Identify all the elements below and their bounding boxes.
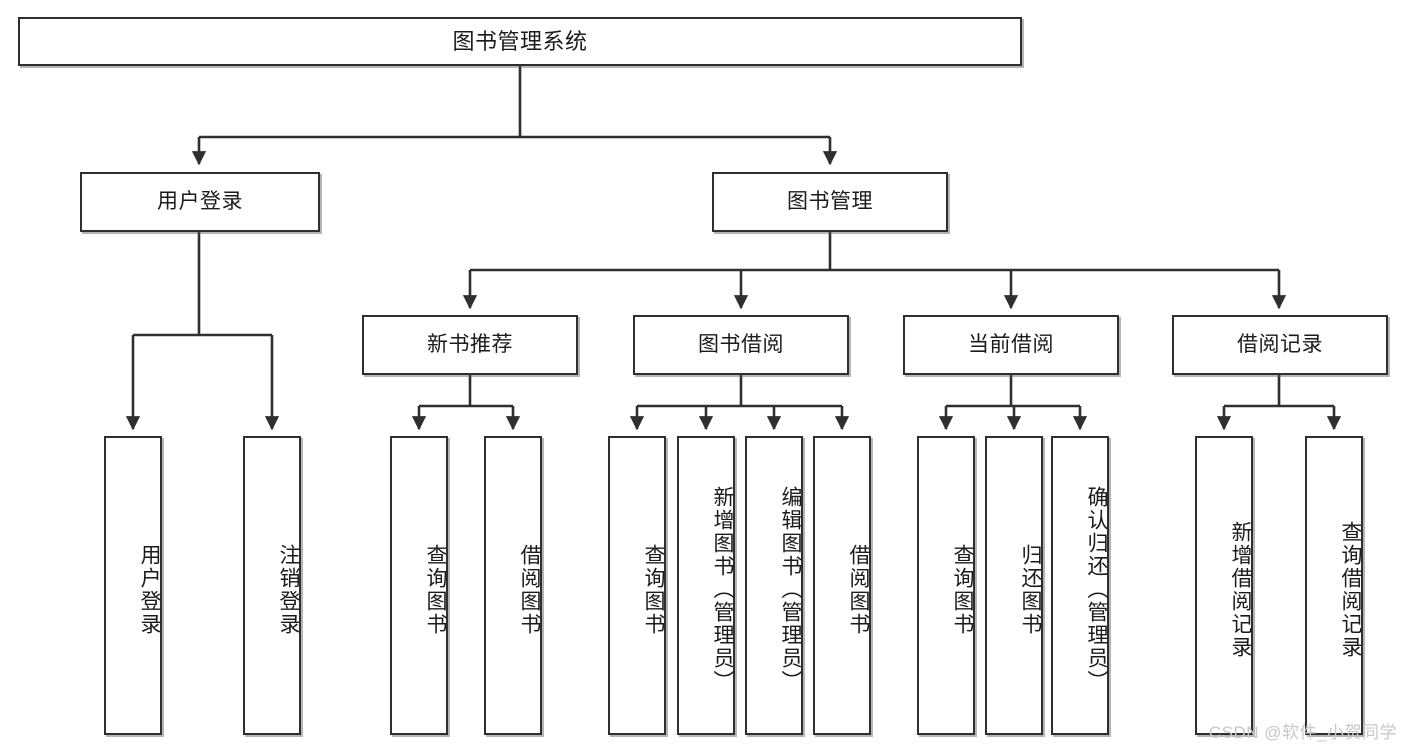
leaf-query-book-3[interactable]: 查询图书 <box>917 436 975 735</box>
node-label: 借阅记录 <box>1237 332 1323 356</box>
node-label: 图书借阅 <box>698 332 784 356</box>
leaf-logout[interactable]: 注销登录 <box>243 436 301 735</box>
node-label: 图书管理系统 <box>452 28 588 54</box>
node-book-mgmt[interactable]: 图书管理 <box>712 172 948 232</box>
leaf-query-book-2[interactable]: 查询图书 <box>608 436 666 735</box>
node-label: 新增图书（管理员） <box>711 486 734 693</box>
leaf-add-book[interactable]: 新增图书（管理员） <box>677 436 735 735</box>
node-root[interactable]: 图书管理系统 <box>18 17 1022 66</box>
node-label: 编辑图书（管理员） <box>779 486 802 693</box>
leaf-borrow-book-2[interactable]: 借阅图书 <box>813 436 871 735</box>
node-book-borrow[interactable]: 图书借阅 <box>633 315 849 375</box>
node-label: 用户登录 <box>138 543 161 636</box>
node-label: 查询图书 <box>951 543 974 636</box>
watermark: CSDN @软件_小贺同学 <box>1208 723 1397 742</box>
node-new-book-rec[interactable]: 新书推荐 <box>362 315 578 375</box>
node-label: 借阅图书 <box>518 543 541 636</box>
node-label: 查询借阅记录 <box>1339 520 1362 659</box>
node-label: 归还图书 <box>1019 543 1042 636</box>
leaf-user-login[interactable]: 用户登录 <box>104 436 162 735</box>
node-label: 图书管理 <box>787 189 873 213</box>
node-label: 借阅图书 <box>847 543 870 636</box>
node-current-borrow[interactable]: 当前借阅 <box>903 315 1119 375</box>
leaf-confirm-return[interactable]: 确认归还（管理员） <box>1051 436 1109 735</box>
node-label: 查询图书 <box>642 543 665 636</box>
node-label: 新书推荐 <box>427 332 513 356</box>
node-label: 用户登录 <box>157 189 243 213</box>
leaf-query-record[interactable]: 查询借阅记录 <box>1305 436 1363 735</box>
leaf-return-book[interactable]: 归还图书 <box>985 436 1043 735</box>
node-borrow-record[interactable]: 借阅记录 <box>1172 315 1388 375</box>
node-user-login[interactable]: 用户登录 <box>80 172 320 232</box>
leaf-edit-book[interactable]: 编辑图书（管理员） <box>745 436 803 735</box>
leaf-borrow-book-1[interactable]: 借阅图书 <box>484 436 542 735</box>
leaf-add-record[interactable]: 新增借阅记录 <box>1195 436 1253 735</box>
leaf-query-book-1[interactable]: 查询图书 <box>390 436 448 735</box>
node-label: 确认归还（管理员） <box>1085 486 1108 693</box>
node-label: 注销登录 <box>277 543 300 636</box>
node-label: 新增借阅记录 <box>1229 520 1252 659</box>
node-label: 当前借阅 <box>968 332 1054 356</box>
node-label: 查询图书 <box>424 543 447 636</box>
